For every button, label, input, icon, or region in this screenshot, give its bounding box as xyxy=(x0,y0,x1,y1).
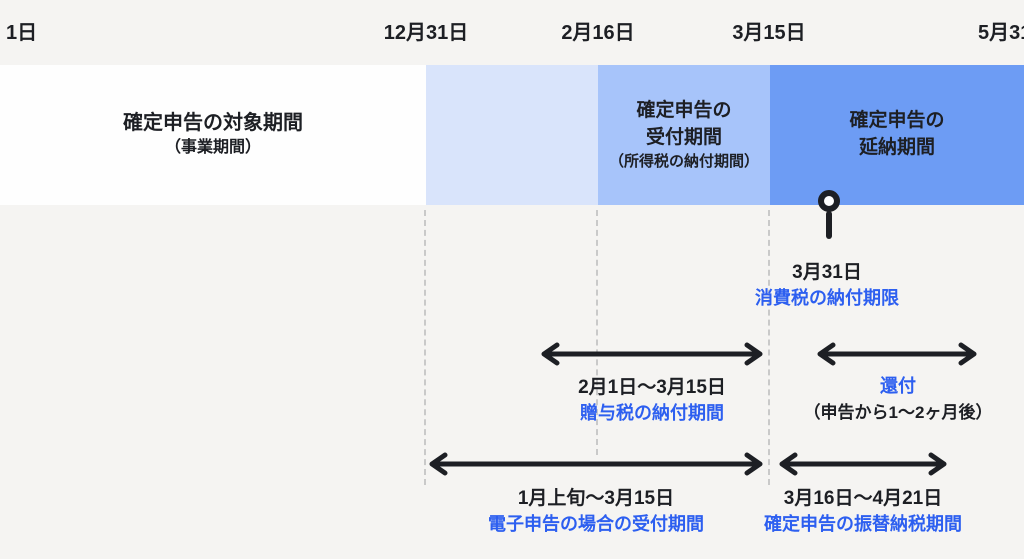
segment-title-line1: 確定申告の xyxy=(636,99,732,121)
pin-annotation: 3月31日 消費税の納付期限 xyxy=(755,257,899,310)
segment-acceptance-period: 確定申告の 受付期間 （所得税の納付期間） xyxy=(598,65,770,205)
axis-label-feb16: 2月16日 xyxy=(561,22,635,44)
annotation-date: 1月上旬〜3月15日 xyxy=(517,488,675,509)
dashed-guide-mar15 xyxy=(768,210,770,485)
range-arrow-gift-tax xyxy=(538,341,766,367)
annotation-transfer-tax: 3月16日〜4月21日 確定申告の振替納税期間 xyxy=(764,483,962,536)
annotation-gift-tax: 2月1日〜3月15日 贈与税の納付期間 xyxy=(578,372,726,425)
segment-subtitle: （事業期間） xyxy=(164,139,261,157)
axis-label-may31: 5月31日 xyxy=(978,22,1024,44)
segment-title-line1: 確定申告の xyxy=(849,110,945,132)
timeline-band: 確定申告の対象期間 （事業期間） 確定申告の 受付期間 （所得税の納付期間） 確… xyxy=(0,65,1024,205)
dashed-guide-feb16 xyxy=(596,210,598,455)
double-arrow-icon xyxy=(817,342,977,366)
annotation-date: 3月16日〜4月21日 xyxy=(783,488,943,509)
axis-label-mar15: 3月15日 xyxy=(732,22,806,44)
pin-stem xyxy=(826,211,832,239)
annotation-refund: 還付 （申告から1〜2ヶ月後） xyxy=(804,372,993,423)
segment-subtitle: （所得税の納付期間） xyxy=(608,153,759,171)
annotation-efiling: 1月上旬〜3月15日 電子申告の場合の受付期間 xyxy=(488,483,704,536)
double-arrow-icon xyxy=(429,452,763,476)
annotation-date: 2月1日〜3月15日 xyxy=(578,377,726,398)
segment-filing-target-period: 確定申告の対象期間 （事業期間） xyxy=(0,65,426,205)
range-arrow-efiling xyxy=(426,451,766,477)
axis-label-dec31: 12月31日 xyxy=(383,22,469,44)
pin-date: 3月31日 xyxy=(792,262,862,283)
segment-interim-period xyxy=(426,65,598,205)
annotation-label: 電子申告の場合の受付期間 xyxy=(488,514,704,534)
double-arrow-icon xyxy=(779,452,947,476)
segment-title-line2: 受付期間 xyxy=(645,126,722,148)
annotation-note: （申告から1〜2ヶ月後） xyxy=(803,403,993,422)
annotation-label: 確定申告の振替納税期間 xyxy=(764,514,962,534)
segment-deferred-payment-period: 確定申告の 延納期間 xyxy=(770,65,1024,205)
pin-label: 消費税の納付期限 xyxy=(755,288,899,308)
range-arrow-refund xyxy=(814,341,980,367)
axis-label-jan1: 1日 xyxy=(6,22,38,44)
pin-circle xyxy=(818,190,840,212)
dashed-guide-dec31 xyxy=(424,210,426,485)
annotation-title: 還付 xyxy=(879,376,916,396)
double-arrow-icon xyxy=(541,342,763,366)
range-arrow-transfer-tax xyxy=(776,451,950,477)
annotation-label: 贈与税の納付期間 xyxy=(580,403,724,423)
timeline-pin-icon xyxy=(818,190,840,240)
segment-title-line2: 延納期間 xyxy=(858,137,935,158)
segment-title: 確定申告の対象期間 xyxy=(123,112,303,135)
